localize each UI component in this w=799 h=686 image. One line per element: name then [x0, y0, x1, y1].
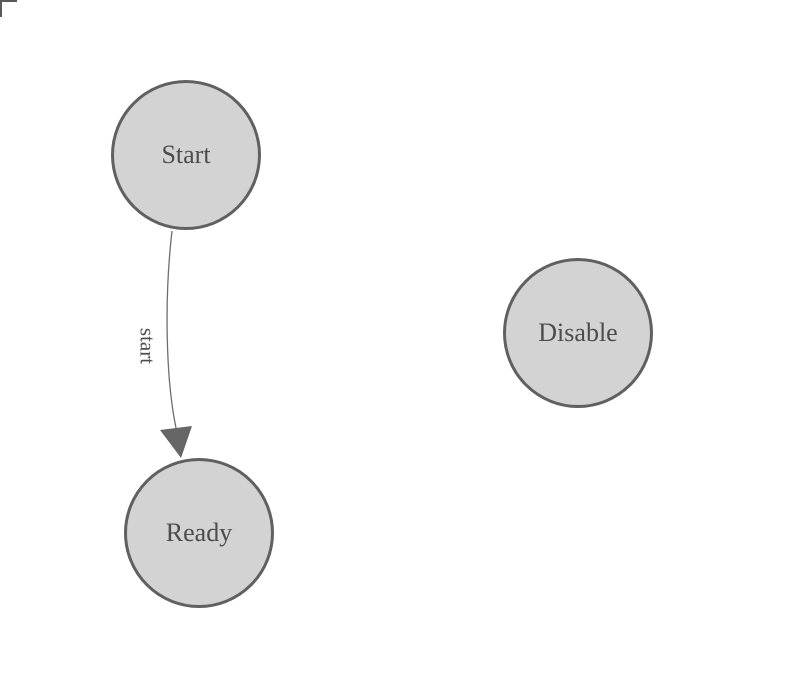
arrowhead-icon [160, 426, 192, 458]
state-node-ready-label: Ready [165, 518, 233, 547]
transition-edge-start-to-ready[interactable] [166, 230, 177, 429]
state-node-ready[interactable]: Ready [124, 458, 274, 608]
state-node-disable-label: Disable [538, 318, 618, 347]
canvas-origin-corner-marker [0, 0, 17, 17]
state-node-start[interactable]: Start [111, 80, 261, 230]
state-node-disable[interactable]: Disable [503, 258, 653, 408]
state-node-start-label: Start [161, 140, 211, 169]
transition-label-start: start [135, 327, 160, 365]
